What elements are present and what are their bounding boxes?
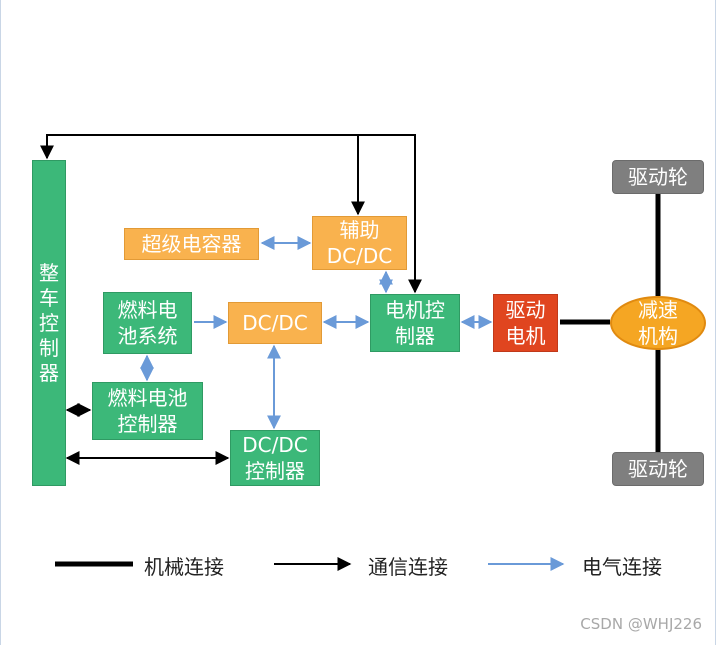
- frame-left-border: [0, 0, 1, 645]
- drive-motor-box: 驱动 电机: [493, 294, 558, 352]
- electrical-lines: [140, 236, 493, 430]
- legend-communication-label: 通信连接: [368, 555, 448, 579]
- drive-wheel-bottom-box: 驱动轮: [612, 452, 704, 486]
- legend-electrical-label: 电气连接: [582, 555, 662, 579]
- comm-line-top-bus: [40, 134, 422, 294]
- vehicle-controller-char-2: 车: [39, 285, 59, 310]
- dcdc-controller-box: DC/DC 控制器: [230, 430, 320, 486]
- reducer-ellipse: 减速 机构: [610, 296, 706, 350]
- dcdc-box: DC/DC: [228, 302, 322, 344]
- communication-lines: [40, 134, 422, 465]
- drive-wheel-top-box: 驱动轮: [612, 160, 704, 194]
- vehicle-controller-char-4: 制: [39, 335, 59, 360]
- vehicle-controller-char-5: 器: [39, 360, 59, 385]
- mechanical-lines: [560, 194, 661, 452]
- fuel-cell-system-box: 燃料电 池系统: [103, 292, 192, 354]
- watermark: CSDN @WHJ226: [580, 615, 702, 633]
- fuel-cell-controller-box: 燃料电池 控制器: [92, 382, 203, 440]
- vehicle-controller-char-3: 控: [39, 310, 59, 335]
- legend-mechanical-label: 机械连接: [144, 555, 224, 579]
- supercapacitor-box: 超级电容器: [124, 228, 259, 260]
- vehicle-controller-box: 整 车 控 制 器: [32, 160, 66, 486]
- motor-controller-box: 电机控 制器: [370, 294, 460, 352]
- aux-dcdc-box: 辅助 DC/DC: [312, 216, 407, 270]
- vehicle-controller-char-1: 整: [39, 260, 59, 285]
